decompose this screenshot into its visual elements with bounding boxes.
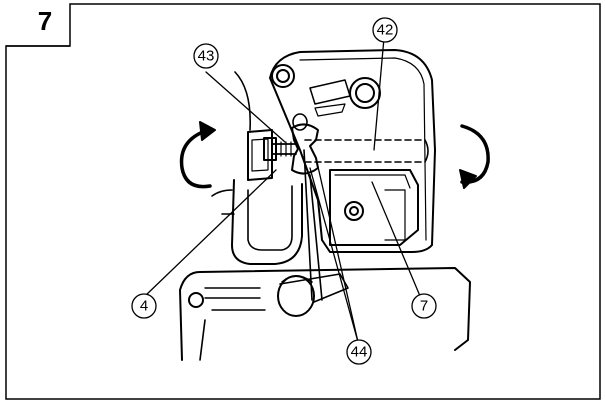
- callout-7-label: 7: [420, 298, 428, 315]
- curved-column: [231, 179, 303, 265]
- base-plate: [179, 267, 471, 351]
- plate-hole: [349, 77, 381, 109]
- box-screw: [344, 201, 364, 221]
- left-nut: [263, 137, 277, 161]
- upper-plate: [269, 49, 436, 253]
- base-hole: [188, 292, 204, 308]
- leader-42: [373, 37, 385, 151]
- callout-7-circle: [411, 293, 437, 319]
- step-number: 7: [37, 6, 53, 36]
- callout-44-circle: [346, 339, 372, 365]
- callout-42-circle: [372, 17, 398, 43]
- callout-44-label: 44: [351, 344, 368, 361]
- left-bracket: [247, 129, 273, 181]
- lower-box: [329, 169, 419, 246]
- rotate-arrow-left: [179, 128, 212, 189]
- rotate-arrow-right: [460, 124, 490, 184]
- callout-4-label: 4: [140, 298, 148, 315]
- shaft: [304, 139, 426, 163]
- machine-drawing: [144, 37, 490, 361]
- leader-7: [371, 181, 421, 297]
- leader-44b: [315, 157, 359, 343]
- callout-4-circle: [131, 293, 157, 319]
- leader-44a: [309, 167, 359, 343]
- leader-4: [144, 169, 277, 297]
- callout-43-label: 43: [198, 48, 215, 65]
- plate-slot: [309, 79, 351, 105]
- callout-43-circle: [193, 43, 219, 69]
- callout-42-label: 42: [377, 22, 394, 39]
- leader-43: [205, 71, 286, 143]
- top-screw: [271, 64, 295, 88]
